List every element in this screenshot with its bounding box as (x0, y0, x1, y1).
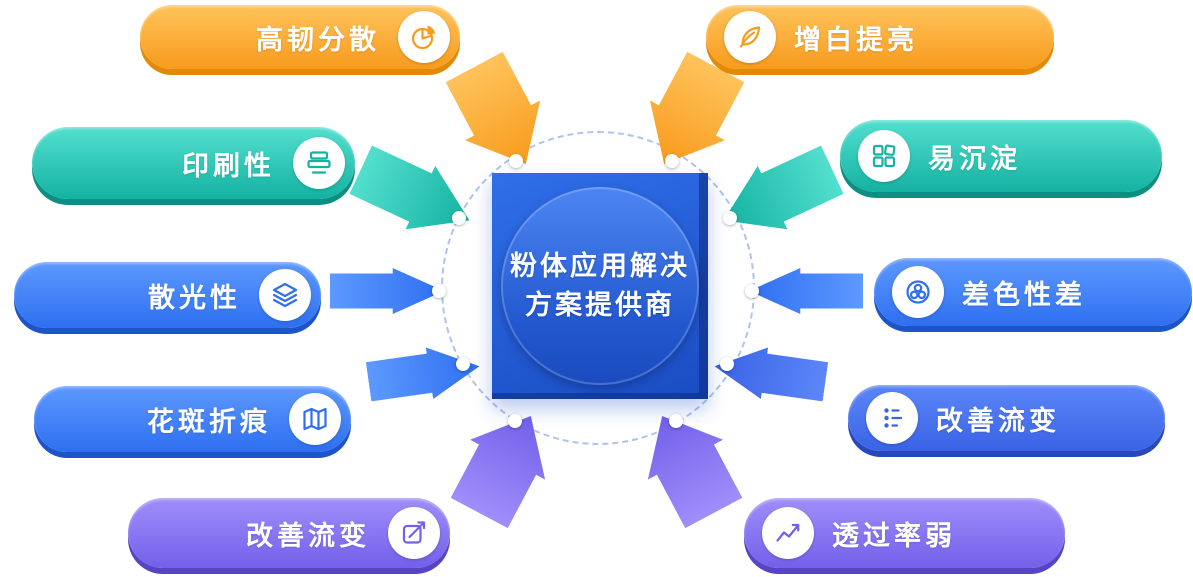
leaf-icon (724, 11, 776, 63)
connector-arrow-middle-left (330, 268, 444, 314)
pill-label: 易沉淀 (928, 143, 1021, 174)
feature-pill-light-scattering: 散光性 (14, 262, 321, 328)
feature-pill-high-toughness-dispersion: 高韧分散 (140, 5, 460, 69)
feature-pill-poor-color-difference: 差色性差 (874, 258, 1192, 326)
connector-dot (723, 211, 737, 225)
connector-dot (720, 357, 734, 371)
center-node: 粉体应用解决 方案提供商 (492, 173, 708, 399)
feature-pill-easy-sedimentation: 易沉淀 (840, 120, 1162, 192)
feature-pill-low-transmittance: 透过率弱 (744, 498, 1065, 568)
pill-label: 散光性 (148, 282, 241, 313)
feature-pill-mottling-creases: 花斑折痕 (34, 386, 351, 452)
layers-icon (259, 269, 311, 321)
pill-label: 花斑折痕 (147, 406, 271, 437)
feature-pill-whitening-brightening: 增白提亮 (706, 5, 1054, 69)
pen-chart-icon (388, 507, 440, 559)
pill-label: 增白提亮 (794, 24, 918, 55)
puzzle-icon (858, 130, 910, 182)
feature-pill-printability: 印刷性 (32, 127, 355, 199)
pill-label: 透过率弱 (832, 520, 956, 551)
center-title-line1: 粉体应用解决 (510, 250, 690, 281)
color-circles-icon (892, 266, 944, 318)
dots-flow-icon (866, 392, 918, 444)
connector-dot (432, 284, 446, 298)
pill-label: 改善流变 (246, 520, 370, 551)
printer-icon (293, 137, 345, 189)
center-title: 粉体应用解决 方案提供商 (510, 247, 690, 325)
connector-dot (669, 414, 683, 428)
center-title-line2: 方案提供商 (525, 290, 675, 320)
connector-dot (456, 357, 470, 371)
connector-dot (665, 154, 679, 168)
feature-pill-rheology-improvement-left: 改善流变 (128, 498, 450, 568)
pie-chart-icon (398, 11, 450, 63)
pill-label: 改善流变 (936, 405, 1060, 436)
feature-pill-rheology-improvement-right: 改善流变 (848, 385, 1165, 451)
pill-label: 高韧分散 (256, 24, 380, 55)
connector-dot (508, 414, 522, 428)
pill-label: 印刷性 (182, 150, 275, 181)
center-circle: 粉体应用解决 方案提供商 (501, 187, 699, 385)
pill-label: 差色性差 (962, 279, 1086, 310)
trend-line-icon (762, 507, 814, 559)
connector-arrow-middle-right (749, 268, 863, 314)
connector-dot (745, 284, 759, 298)
map-icon (289, 393, 341, 445)
connector-dot (509, 154, 523, 168)
connector-dot (452, 211, 466, 225)
